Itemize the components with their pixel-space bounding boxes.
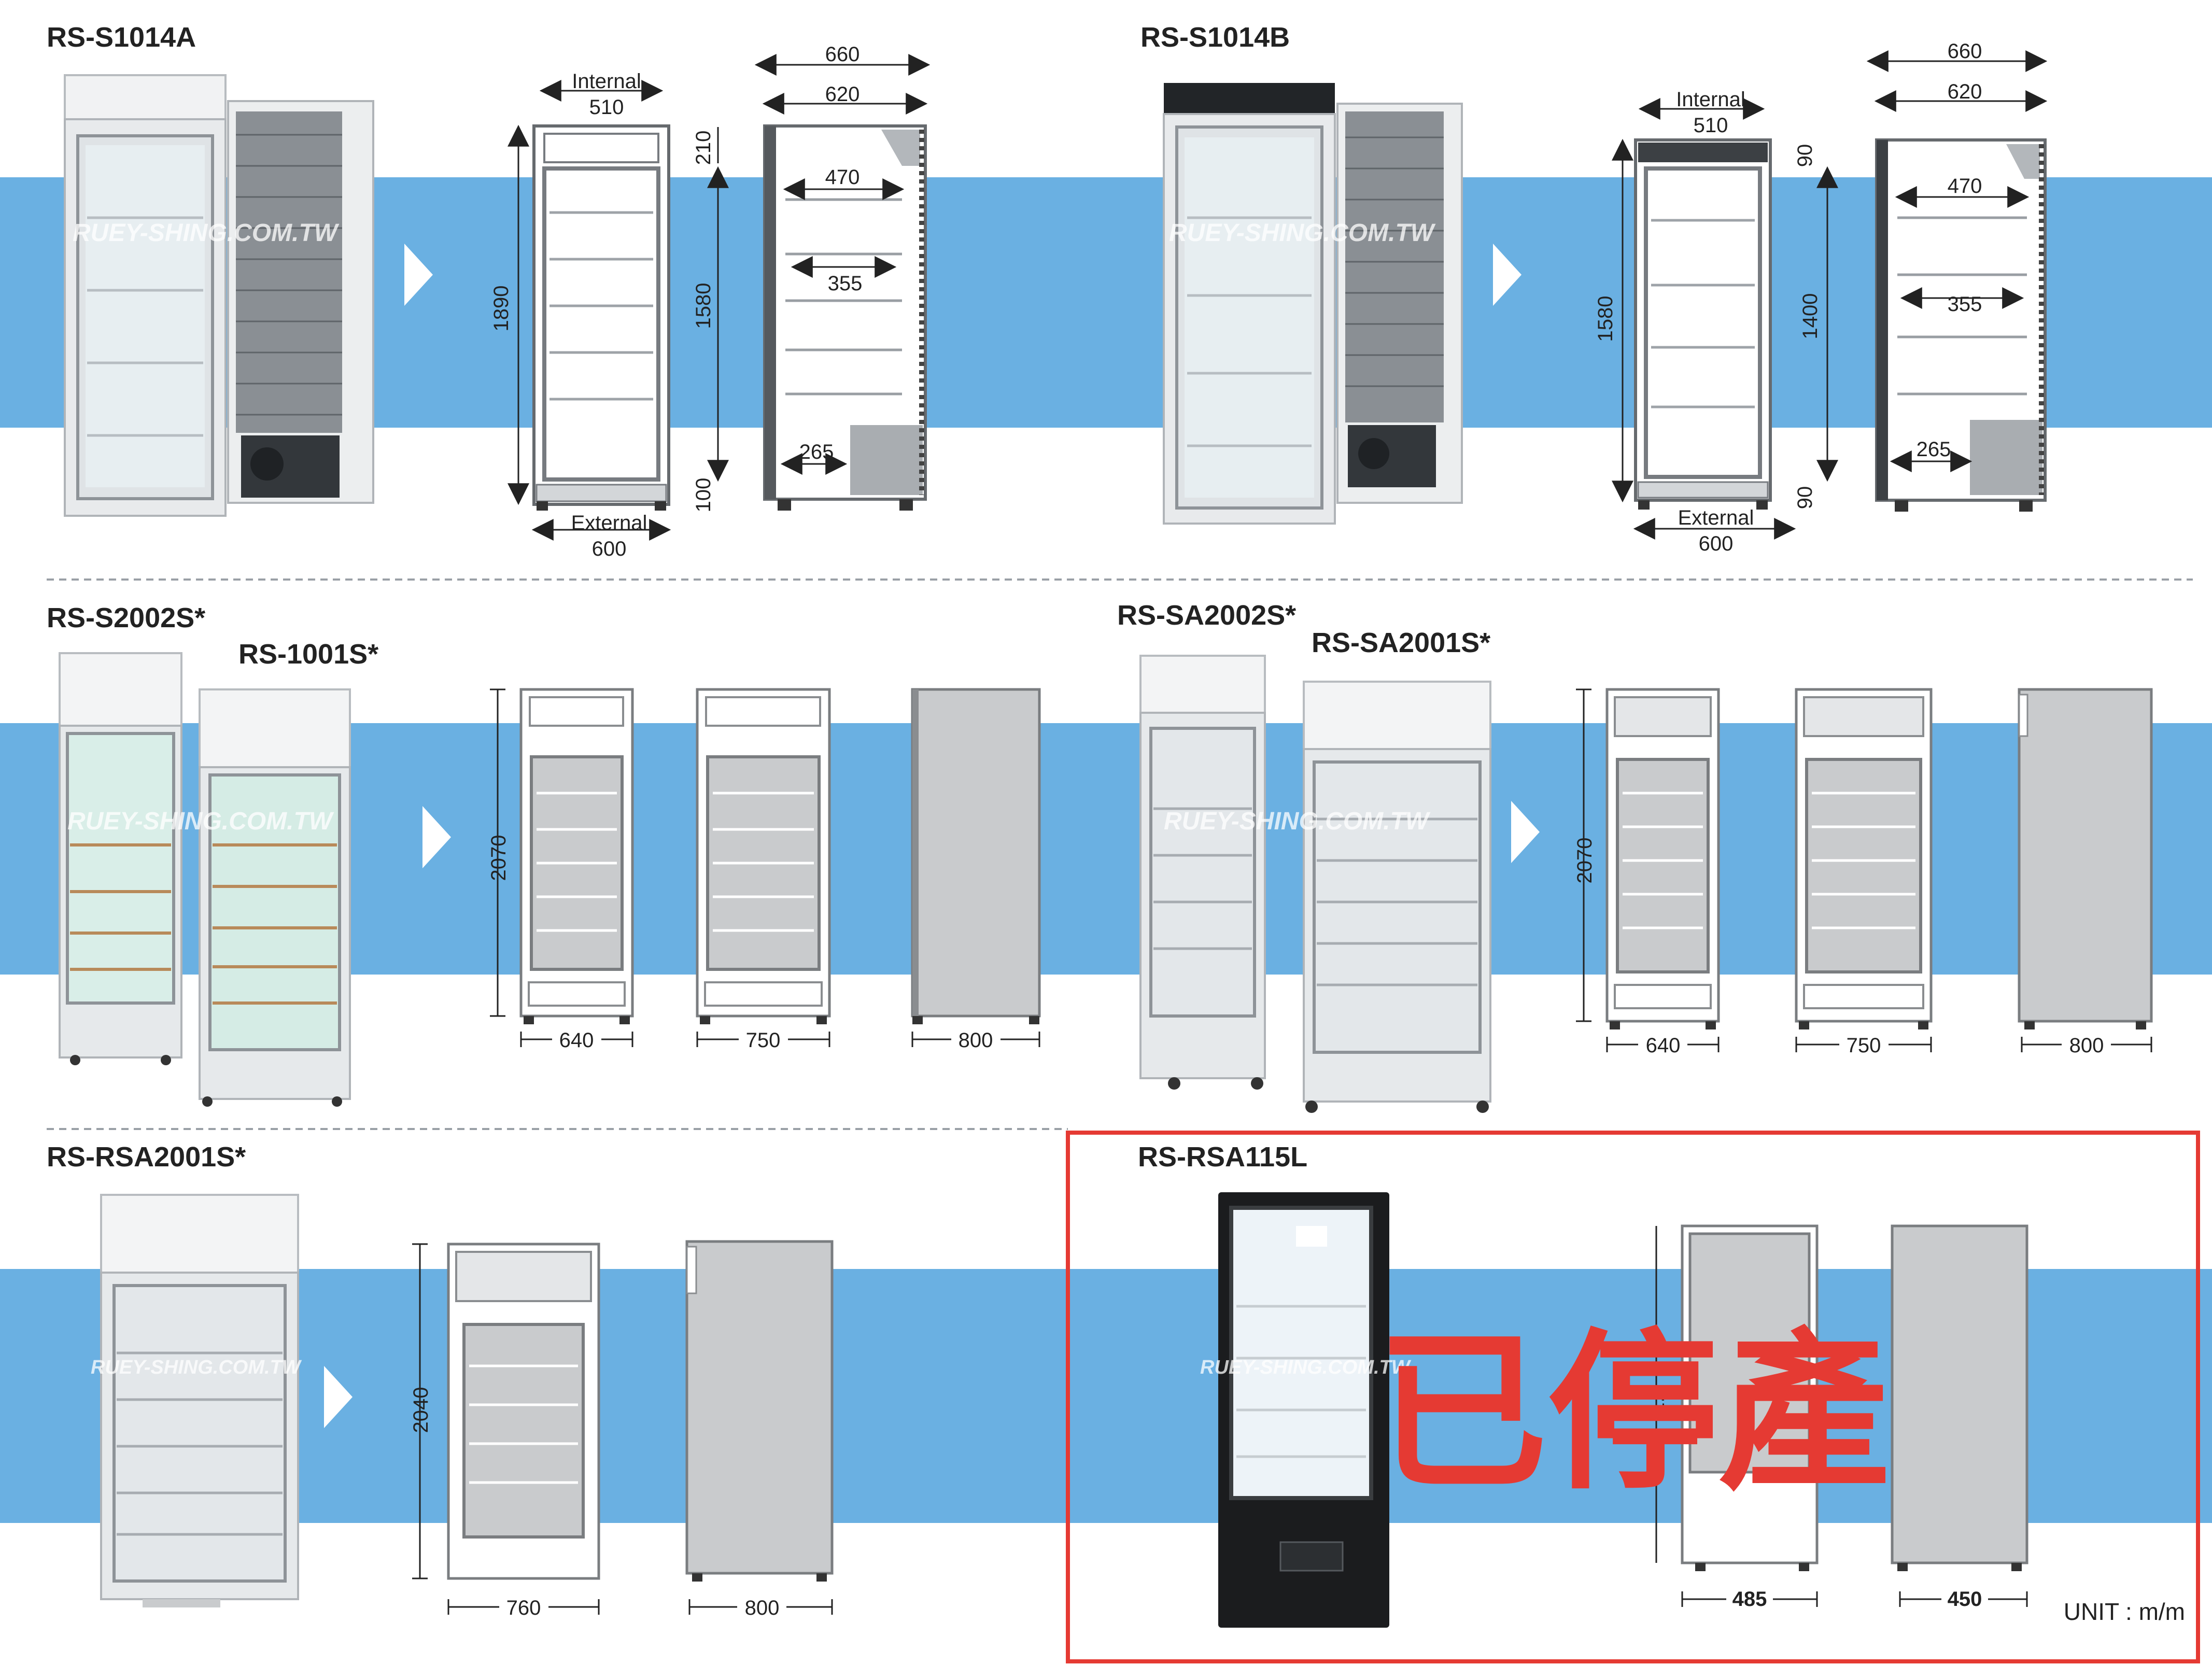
side-drawing — [1891, 1224, 2028, 1571]
depth: 800 — [2069, 1034, 2104, 1057]
side-drawing — [685, 1240, 834, 1582]
product-photo — [1218, 1192, 1389, 1628]
model-label-b: RS-SA2001S* — [1312, 627, 1490, 658]
product-photo — [100, 1194, 299, 1607]
outer-depth: 660 — [1948, 40, 1982, 63]
watermark: RUEY-SHING.COM.TW — [1164, 808, 1431, 835]
unit-note: UNIT : m/m — [2064, 1598, 2185, 1625]
front-drawing-2 — [696, 688, 831, 1024]
internal-width: 510 — [1694, 114, 1728, 137]
external-label: External — [571, 512, 647, 534]
product-photo — [1163, 83, 1463, 525]
model-label: RS-S1014B — [1140, 22, 1290, 53]
base-height: 90 — [1794, 486, 1816, 510]
mid-depth: 355 — [828, 272, 863, 295]
model-label-b: RS-1001S* — [238, 639, 378, 670]
product-rs-s2002s: RS-S2002S* RS-1001S* RUEY-SHING.COM.TW — [47, 602, 1041, 1107]
width-1: 640 — [1646, 1034, 1681, 1057]
bottom-depth: 265 — [799, 441, 834, 463]
watermark: RUEY-SHING.COM.TW — [73, 219, 340, 247]
front-drawing — [447, 1243, 600, 1580]
band-row-3 — [0, 1269, 2212, 1523]
product-rs-s1014b: RS-S1014B RUEY-SHING.COM.TW — [1140, 22, 2048, 555]
height: 2070 — [1573, 838, 1596, 884]
product-photo — [1139, 655, 1491, 1113]
side-drawing — [911, 688, 1041, 1024]
mid-depth: 355 — [1948, 293, 1982, 316]
width-1: 640 — [559, 1029, 594, 1052]
internal-label: Internal — [1676, 88, 1745, 111]
watermark: RUEY-SHING.COM.TW — [91, 1357, 302, 1378]
product-photo — [64, 74, 374, 517]
product-rs-s1014a: RS-S1014A — [47, 22, 931, 560]
front-drawing-1 — [519, 688, 634, 1024]
model-label-a: RS-S2002S* — [47, 602, 205, 633]
discontinued-frame — [1066, 1131, 2200, 1663]
product-photo — [59, 652, 351, 1107]
bottom-depth: 265 — [1917, 438, 1951, 461]
total-height: 1580 — [1594, 296, 1617, 342]
shelf-depth: 470 — [825, 166, 860, 189]
body-height: 1400 — [1799, 293, 1822, 340]
arrow-icon — [1511, 801, 1540, 863]
product-rs-sa2002s: RS-SA2002S* RS-SA2001S* RUEY-SHING.COM.T… — [1117, 600, 2153, 1113]
front-drawing — [1634, 138, 1772, 510]
front-drawing — [1681, 1224, 1819, 1571]
watermark: RUEY-SHING.COM.TW — [1169, 219, 1436, 247]
depth: 450 — [1948, 1588, 1982, 1611]
base-height: 100 — [692, 478, 715, 513]
product-rs-rsa115l: RS-RSA115L RUEY-SHING.COM.TW 1... 485 — [1066, 1131, 2200, 1663]
top-section-height: 210 — [692, 131, 715, 165]
top-section-height: 90 — [1794, 144, 1816, 167]
height: 1... — [1646, 1385, 1669, 1414]
side-drawing — [2018, 688, 2153, 1029]
depth: 800 — [959, 1029, 993, 1052]
body-height: 1580 — [692, 283, 715, 329]
height: 2040 — [410, 1387, 432, 1433]
internal-label: Internal — [572, 70, 641, 93]
width-2: 750 — [1847, 1034, 1881, 1057]
arrow-icon — [404, 244, 433, 306]
width-2: 750 — [746, 1029, 781, 1052]
arrow-icon — [422, 806, 451, 868]
width: 760 — [506, 1597, 541, 1619]
external-label: External — [1678, 506, 1754, 529]
total-height: 1890 — [490, 286, 513, 332]
front-drawing-1 — [1605, 688, 1720, 1029]
depth: 620 — [1948, 80, 1982, 103]
discontinued-stamp: 已停產 — [1376, 1314, 1890, 1513]
internal-width: 510 — [589, 96, 624, 119]
outer-depth: 660 — [825, 43, 860, 66]
front-drawing — [532, 124, 670, 511]
product-rs-rsa2001s: RS-RSA2001S* RUEY-SHING.COM.TW 2 — [47, 1141, 834, 1619]
watermark: RUEY-SHING.COM.TW — [67, 808, 334, 835]
depth: 620 — [825, 83, 860, 106]
model-label: RS-RSA115L — [1138, 1141, 1307, 1173]
depth: 800 — [745, 1597, 780, 1619]
model-label: RS-RSA2001S* — [47, 1141, 246, 1173]
arrow-icon — [1493, 244, 1521, 306]
arrow-icon — [324, 1366, 353, 1428]
watermark: RUEY-SHING.COM.TW — [1200, 1357, 1412, 1378]
width: 485 — [1732, 1588, 1767, 1611]
shelf-depth: 470 — [1948, 175, 1982, 197]
model-label-a: RS-SA2002S* — [1117, 600, 1296, 631]
external-width: 600 — [592, 538, 627, 560]
model-label: RS-S1014A — [47, 22, 196, 53]
height: 2070 — [487, 835, 510, 881]
front-drawing-2 — [1795, 688, 1933, 1029]
external-width: 600 — [1699, 532, 1734, 555]
